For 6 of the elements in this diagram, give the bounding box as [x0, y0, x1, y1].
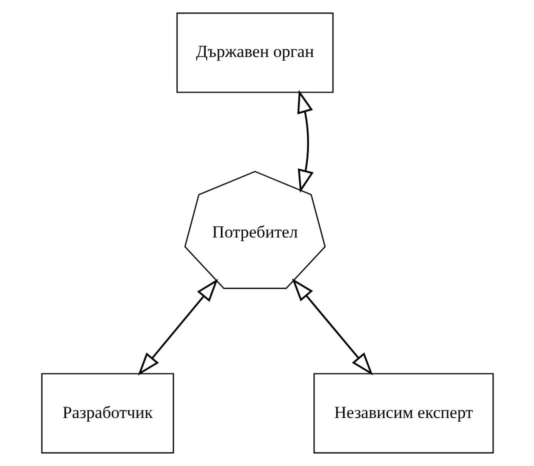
- node-box: Държавен орган: [176, 12, 334, 93]
- arrow: [296, 90, 314, 193]
- arrow: [291, 278, 372, 376]
- node-box: Разработчик: [40, 373, 174, 454]
- node-box: Независим експерт: [312, 373, 494, 454]
- arrow: [137, 278, 218, 376]
